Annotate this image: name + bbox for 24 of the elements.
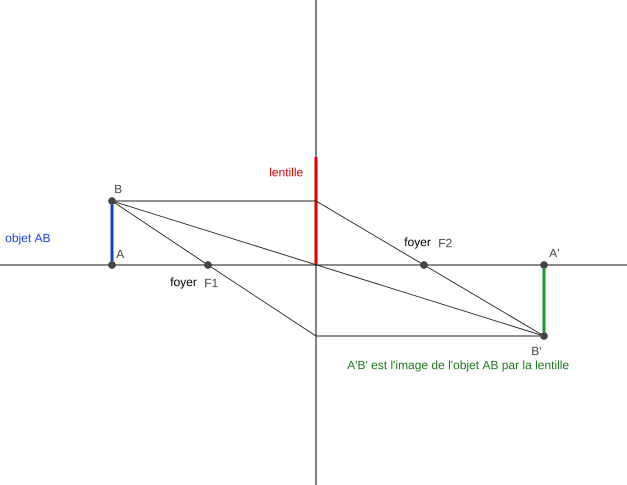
point	[420, 261, 428, 269]
point-label: A	[116, 250, 124, 258]
lens-label: lentille	[270, 168, 303, 176]
segment	[542, 268, 546, 332]
segment	[110, 204, 114, 262]
light-ray	[426, 266, 542, 335]
light-ray	[210, 266, 541, 336]
point	[204, 261, 212, 269]
caption: A'B' est l'image de l'objet AB par la lentille	[347, 360, 569, 372]
point-label: B	[115, 184, 122, 194]
light-ray	[115, 202, 541, 336]
object-label: objet AB	[6, 233, 50, 245]
point	[108, 197, 116, 205]
point-label: F2	[439, 238, 452, 248]
point-label: F1	[205, 278, 218, 288]
point	[540, 261, 548, 269]
point	[108, 261, 116, 269]
point-label: foyer	[404, 237, 431, 249]
point	[540, 332, 548, 340]
point-label: foyer	[170, 277, 197, 289]
light-ray	[114, 202, 206, 264]
point-label: B'	[532, 346, 541, 356]
point-label: A'	[549, 248, 559, 258]
light-ray	[115, 200, 422, 264]
